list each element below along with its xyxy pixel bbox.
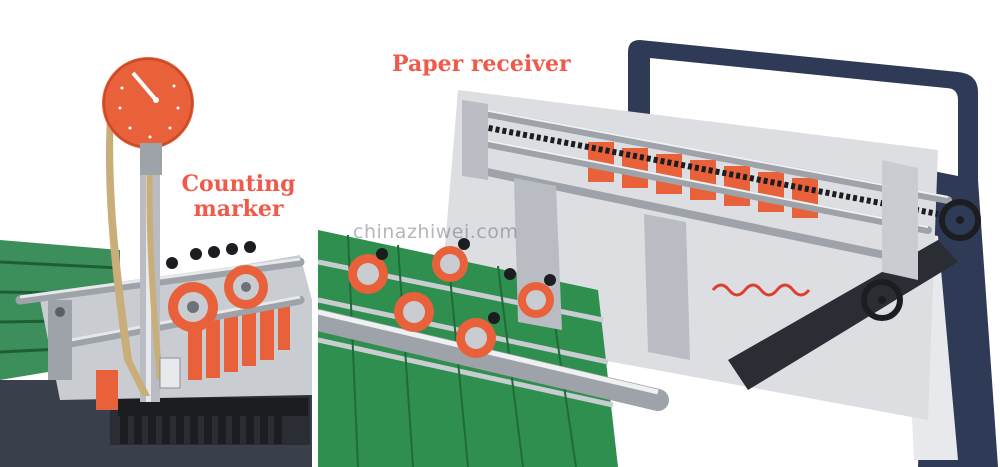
counting-marker-label: Counting marker (176, 171, 301, 223)
receiver-handwheels (861, 199, 981, 321)
paper-receiver-illustration (318, 0, 1000, 467)
counting-marker-label-line2: marker (193, 196, 284, 223)
left-adjustment-knobs (166, 241, 256, 269)
paper-receiver-photo: Paper receiver (318, 0, 1000, 467)
counting-marker-illustration (0, 0, 312, 467)
receiver-main-roller (318, 309, 669, 411)
paper-receiver-label: Paper receiver (392, 51, 571, 77)
receiver-coil-spring (711, 283, 811, 297)
counting-disc (102, 57, 194, 149)
receiver-chain (467, 121, 939, 217)
counting-marker-photo: Counting marker (0, 0, 312, 467)
watermark-text: chinazhiwei.com (353, 221, 519, 243)
left-orange-fingers (96, 300, 290, 410)
left-feed-rollers (168, 265, 268, 332)
receiver-rack (728, 240, 958, 390)
left-counting-rack (118, 398, 308, 444)
counting-marker-label-line1: Counting (181, 171, 296, 197)
receiver-rollers (348, 246, 554, 358)
receiver-knobs (376, 238, 556, 324)
